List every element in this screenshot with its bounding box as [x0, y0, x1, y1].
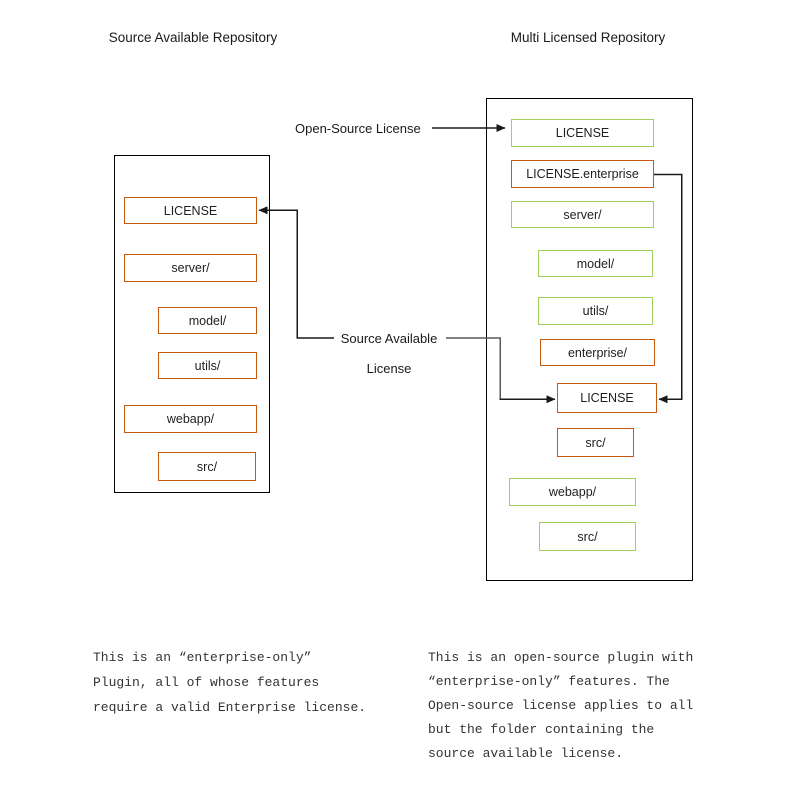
source-available-license-label: Source Available License	[331, 331, 447, 376]
node-left-model: model/	[158, 307, 257, 334]
node-right-src-enterprise: src/	[557, 428, 634, 457]
node-left-license: LICENSE	[124, 197, 257, 224]
node-left-server: server/	[124, 254, 257, 282]
right-repo-note: This is an open-source plugin with “ente…	[428, 650, 694, 761]
source-available-license-label-line1: Source Available	[340, 331, 438, 346]
source-available-arrow-left	[258, 206, 334, 339]
node-right-src-webapp: src/	[539, 522, 636, 551]
source-available-license-label-line2: License	[366, 361, 412, 376]
node-right-license-inner: LICENSE	[557, 383, 657, 413]
node-left-utils: utils/	[158, 352, 257, 379]
open-source-license-label: Open-Source License	[295, 121, 421, 136]
left-repo-note: This is an “enterprise-only” Plugin, all…	[93, 650, 367, 715]
node-right-license-enterprise-file: LICENSE.enterprise	[511, 160, 654, 188]
node-right-enterprise: enterprise/	[540, 339, 655, 366]
node-right-utils: utils/	[538, 297, 653, 325]
left-repo-title: Source Available Repository	[108, 30, 278, 45]
node-left-src: src/	[158, 452, 256, 481]
node-left-webapp: webapp/	[124, 405, 257, 433]
node-right-license-open: LICENSE	[511, 119, 654, 147]
right-repo-title: Multi Licensed Repository	[510, 30, 666, 45]
node-right-webapp: webapp/	[509, 478, 636, 506]
node-right-model: model/	[538, 250, 653, 277]
node-right-server: server/	[511, 201, 654, 228]
